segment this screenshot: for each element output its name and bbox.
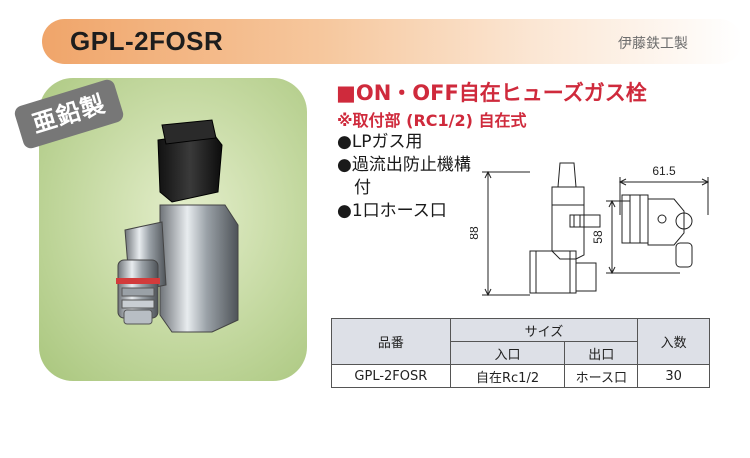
spec-table: 品番 サイズ 入数 入口 出口 GPL-2FOSR 自在Rc1/2 ホース口 3… <box>331 318 710 388</box>
model-title: GPL-2FOSR <box>70 26 224 56</box>
dim-height-side-label: 58 <box>591 230 605 244</box>
cell-outlet: ホース口 <box>564 364 639 388</box>
cell-qty: 30 <box>637 364 710 388</box>
col-part-header: 品番 <box>331 318 451 365</box>
header-bar <box>42 19 742 64</box>
col-inlet-header: 入口 <box>449 341 566 365</box>
product-headline: ■ON・OFF自在ヒューズガス栓 <box>336 81 647 105</box>
feature-list: ●LPガス用 ●過流出防止機構付 ●1口ホース口 <box>337 131 477 223</box>
table-row: GPL-2FOSR 自在Rc1/2 ホース口 30 <box>331 364 710 388</box>
col-outlet-header: 出口 <box>564 341 639 365</box>
dim-width-label: 61.5 <box>652 164 676 178</box>
feature-item: ●過流出防止機構付 <box>337 155 471 198</box>
cell-inlet: 自在Rc1/2 <box>449 364 566 388</box>
feature-item: ●LPガス用 <box>337 132 423 152</box>
mounting-note: ※取付部 (RC1/2) 自在式 <box>337 111 527 130</box>
col-qty-header: 入数 <box>637 318 710 365</box>
feature-item: ●1口ホース口 <box>337 201 447 221</box>
cell-part: GPL-2FOSR <box>331 364 451 388</box>
gas-valve-photo <box>116 119 239 333</box>
maker-name: 伊藤鉄工製 <box>618 36 688 52</box>
col-size-header: サイズ <box>449 318 639 342</box>
dimension-drawing: 88 58 61.5 <box>470 162 710 297</box>
dim-height-total-label: 88 <box>470 226 481 240</box>
